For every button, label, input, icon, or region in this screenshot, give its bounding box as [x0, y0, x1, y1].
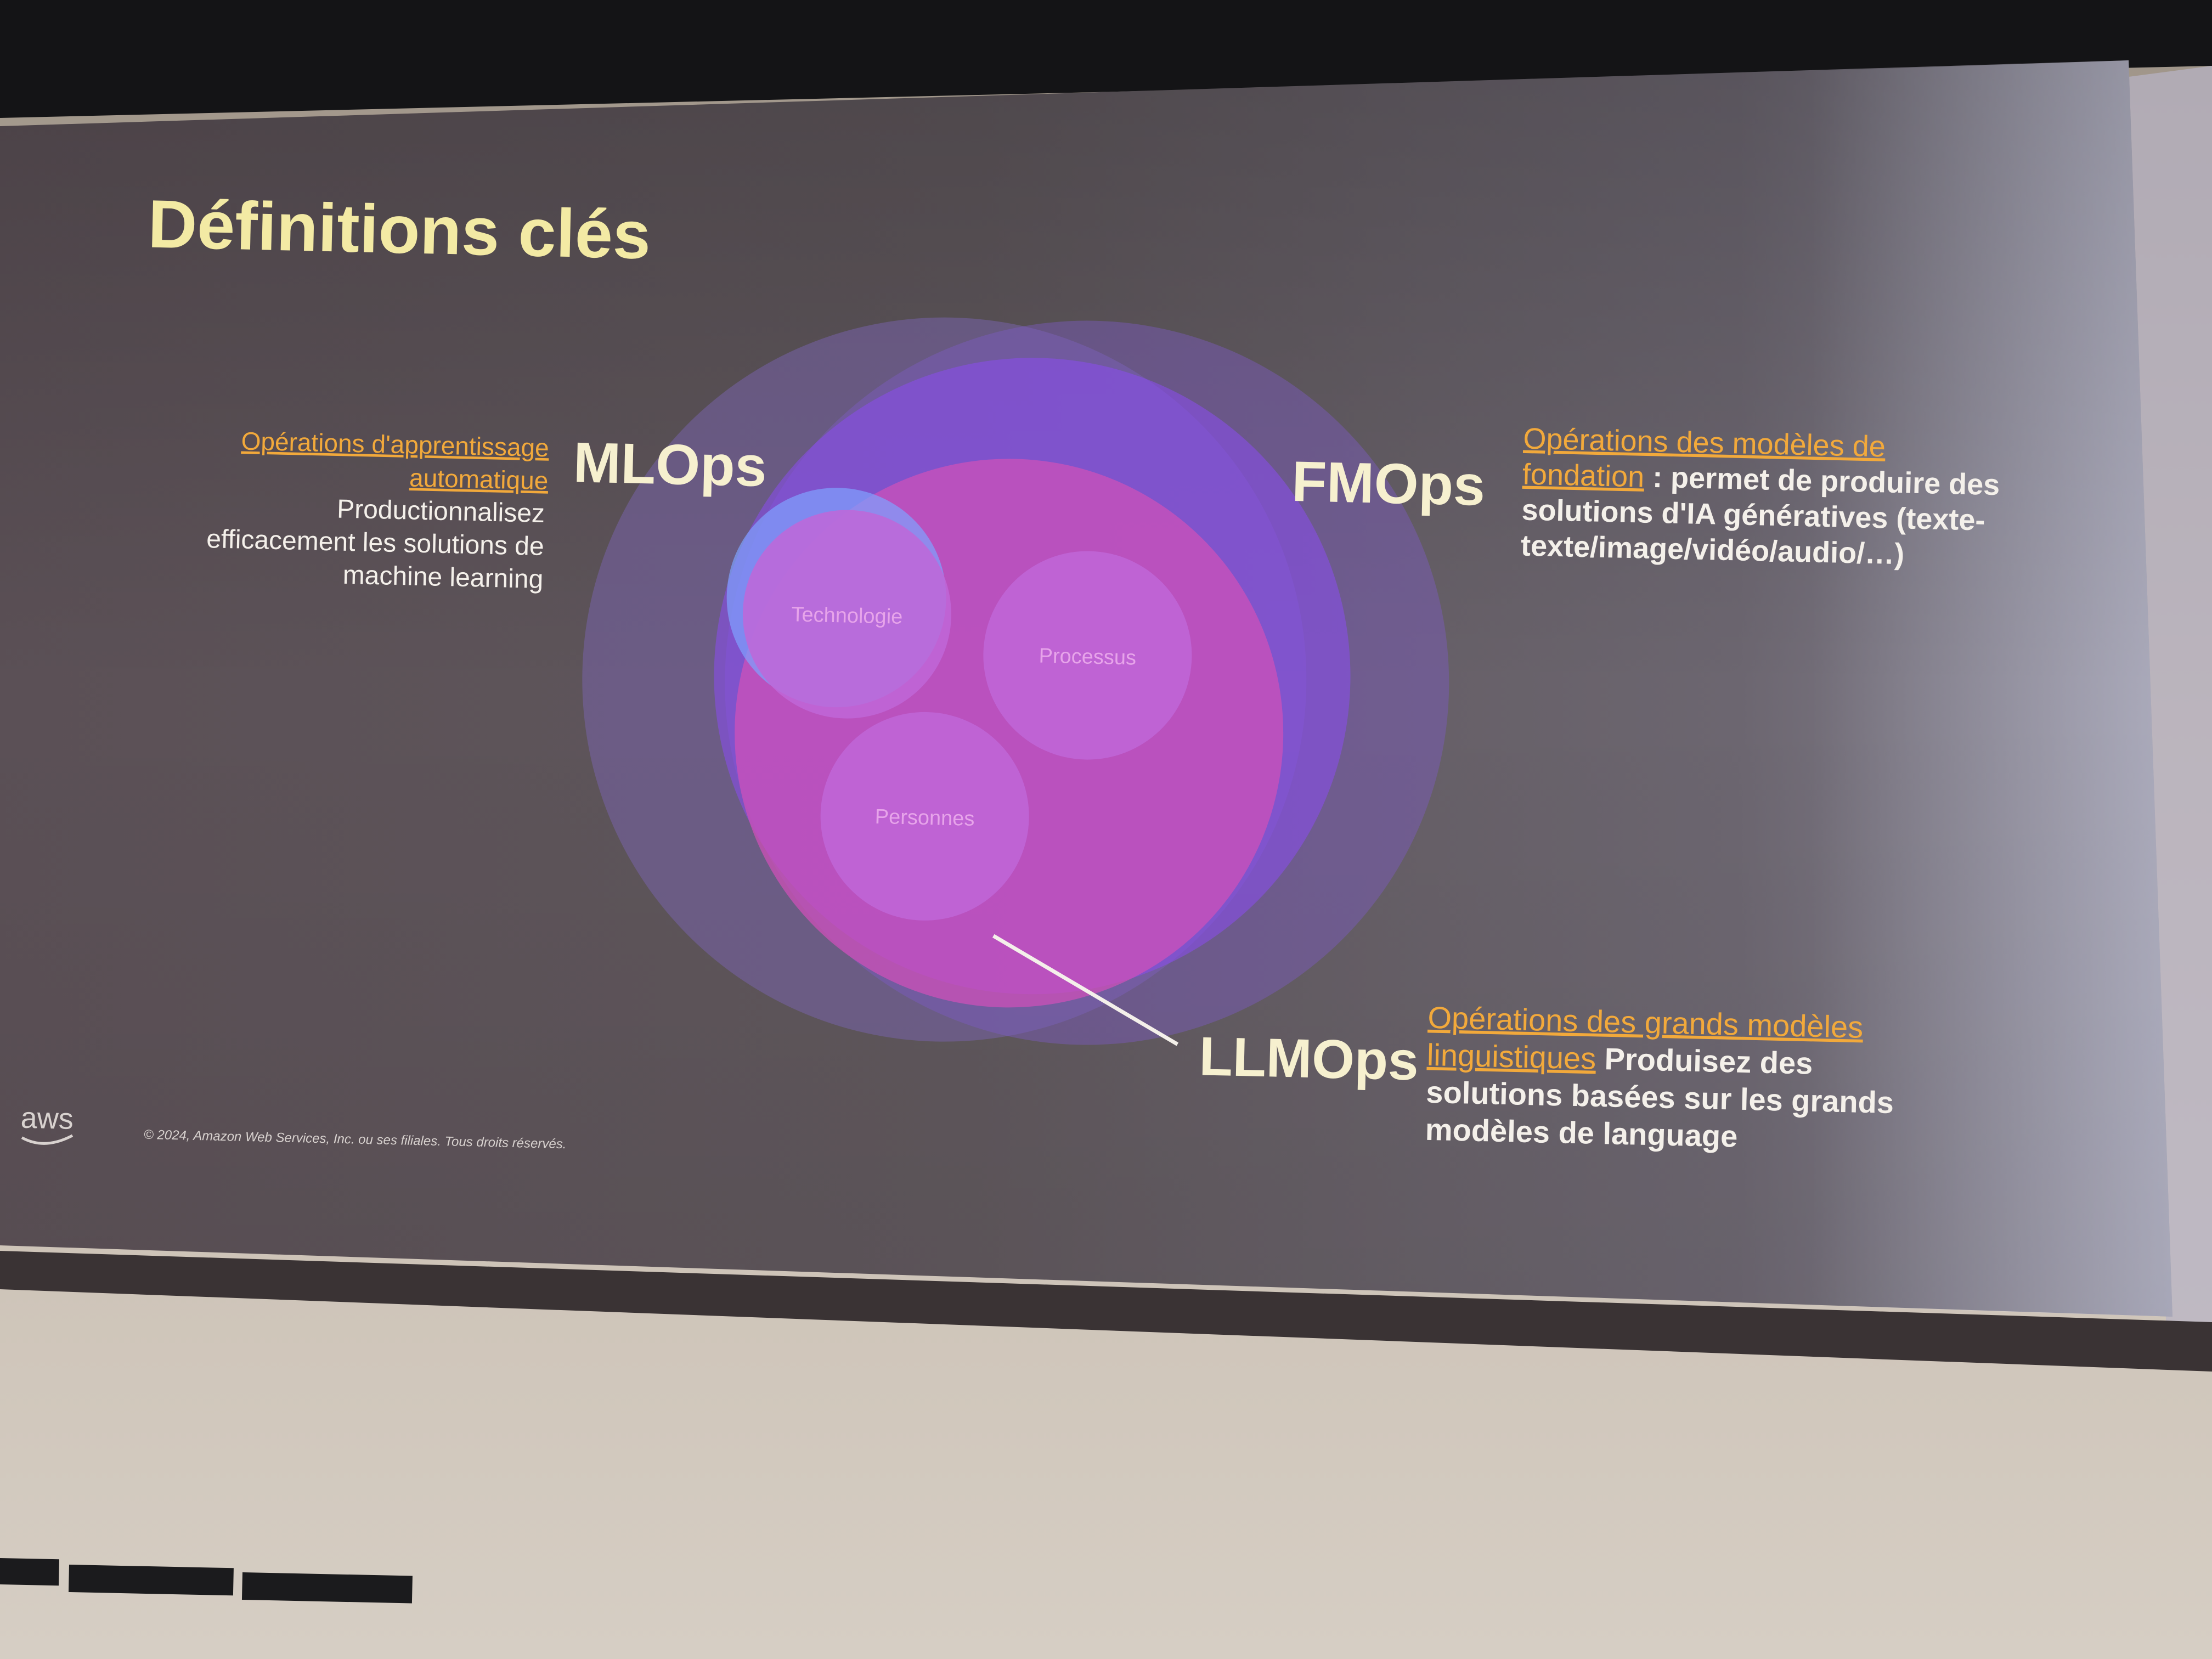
aws-logo: aws — [20, 1102, 74, 1136]
technologie-circle — [742, 510, 951, 719]
fmops-label: FMOps — [1291, 450, 1486, 518]
llmops-line2-rest: Produisez des — [1595, 1041, 1813, 1081]
slide-title: Définitions clés — [147, 187, 651, 274]
screen-glow — [1810, 60, 2172, 1317]
personnes-label: Personnes — [874, 805, 975, 831]
mlops-desc-line1: Productionnalisez — [337, 494, 545, 528]
llmops-line4: modèles de language — [1425, 1112, 1738, 1154]
wall-fixture — [241, 1572, 413, 1604]
ceiling — [0, 0, 2212, 118]
wall-fixture — [0, 1558, 59, 1586]
llmops-link-line2: linguistiques — [1426, 1037, 1596, 1076]
mlops-link-line1: Opérations d'apprentissage — [241, 426, 549, 462]
llmops-label: LLMOps — [1199, 1025, 1419, 1092]
llmops-line2: linguistiques Produisez des — [1426, 1037, 1813, 1081]
fmops-line2: fondation : permet de produire des — [1522, 458, 2000, 501]
slide-content: Définitions clés Technologie Processus P… — [20, 187, 2000, 1154]
personnes-circle — [820, 712, 1029, 921]
fmops-line2-rest: : permet de produire des — [1644, 461, 2000, 502]
fmops-link-line1: Opérations des modèles de — [1523, 422, 1886, 463]
wall-fixture — [68, 1565, 234, 1596]
mlops-desc-line3: machine learning — [342, 561, 544, 594]
aws-smile-icon — [21, 1134, 74, 1145]
processus-circle — [983, 551, 1192, 760]
mlops-link-line2: automatique — [409, 463, 549, 495]
processus-label: Processus — [1039, 645, 1136, 670]
mlops-label: MLOps — [573, 431, 768, 499]
llmops-pointer-line — [992, 934, 1179, 1046]
screen-bottom-edge — [0, 1251, 2212, 1372]
right-wall-highlight — [2129, 66, 2212, 1361]
fmops-link-line2: fondation — [1522, 458, 1645, 493]
technologie-label: Technologie — [791, 603, 903, 629]
